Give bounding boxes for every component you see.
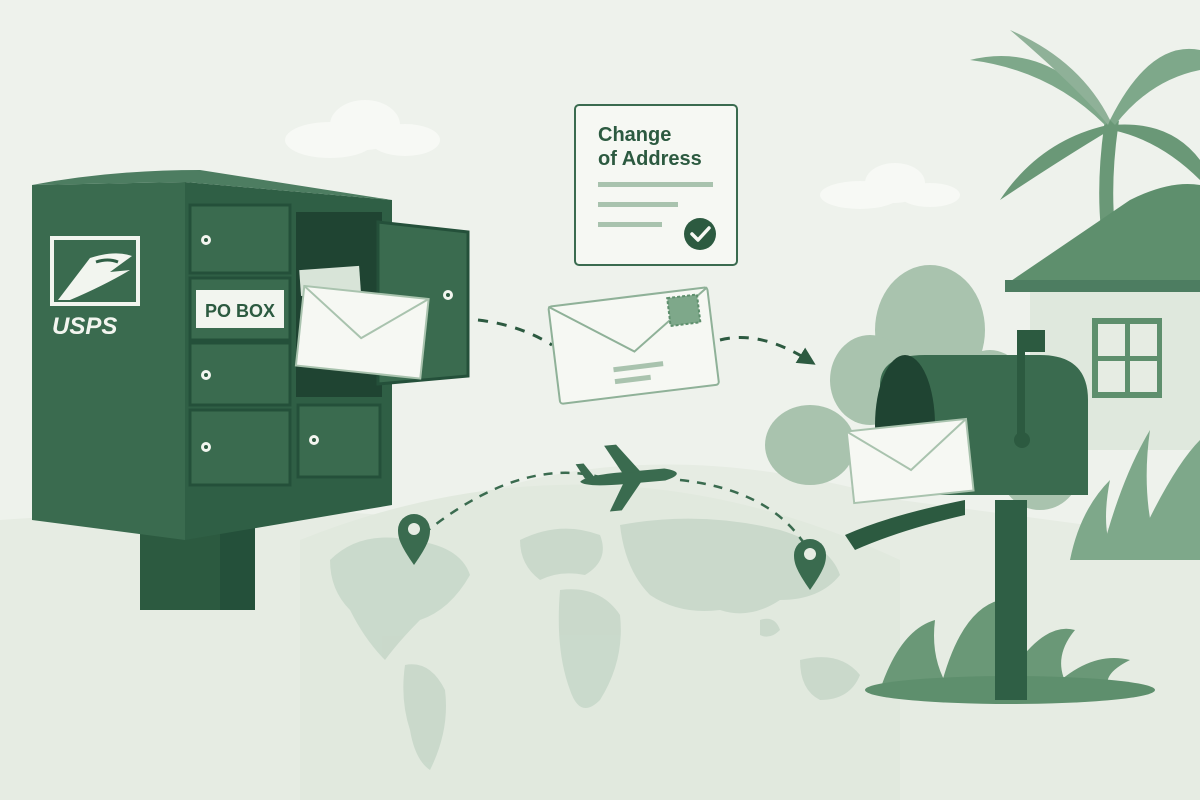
mail-route-arrow <box>719 336 816 365</box>
po-box-door[interactable] <box>296 403 382 479</box>
change-of-address-card: Change of Address <box>574 104 738 266</box>
po-box-door-labeled[interactable]: PO BOX <box>188 276 292 342</box>
envelope-icon <box>547 286 720 405</box>
envelope-icon <box>845 417 975 505</box>
usps-logo-text: USPS <box>52 313 117 340</box>
mailbox-lid[interactable] <box>845 500 965 550</box>
po-box-label: PO BOX <box>205 301 275 321</box>
card-text-line <box>598 202 678 207</box>
usps-eagle-logo-icon <box>50 236 140 306</box>
world-map <box>330 518 860 770</box>
flight-path-right <box>679 478 807 546</box>
po-box-door[interactable] <box>188 341 292 407</box>
cloud-icon <box>285 100 440 158</box>
mail-route-dashes <box>477 318 553 347</box>
stamp-icon <box>666 293 702 328</box>
mailbox-flag-icon[interactable] <box>1014 330 1045 448</box>
flight-path-left <box>409 471 611 546</box>
change-of-address-title-line2: of Address <box>598 148 702 170</box>
po-box-door[interactable] <box>188 203 292 275</box>
location-pin-icon <box>398 514 430 565</box>
checkmark-circle-icon <box>684 218 716 250</box>
garden-plants <box>1070 430 1200 560</box>
location-pin-icon <box>794 539 826 590</box>
palm-tree-icon <box>970 30 1200 231</box>
card-text-line <box>598 222 662 227</box>
envelope-icon <box>294 284 430 380</box>
change-of-address-title-line1: Change <box>598 124 671 146</box>
mailbox <box>845 330 1155 704</box>
cloud-icon <box>820 163 960 209</box>
po-box-door[interactable] <box>188 408 292 487</box>
card-text-line <box>598 182 713 187</box>
airplane-icon <box>575 444 677 512</box>
po-box-unit: USPS PO BOX <box>32 170 470 610</box>
